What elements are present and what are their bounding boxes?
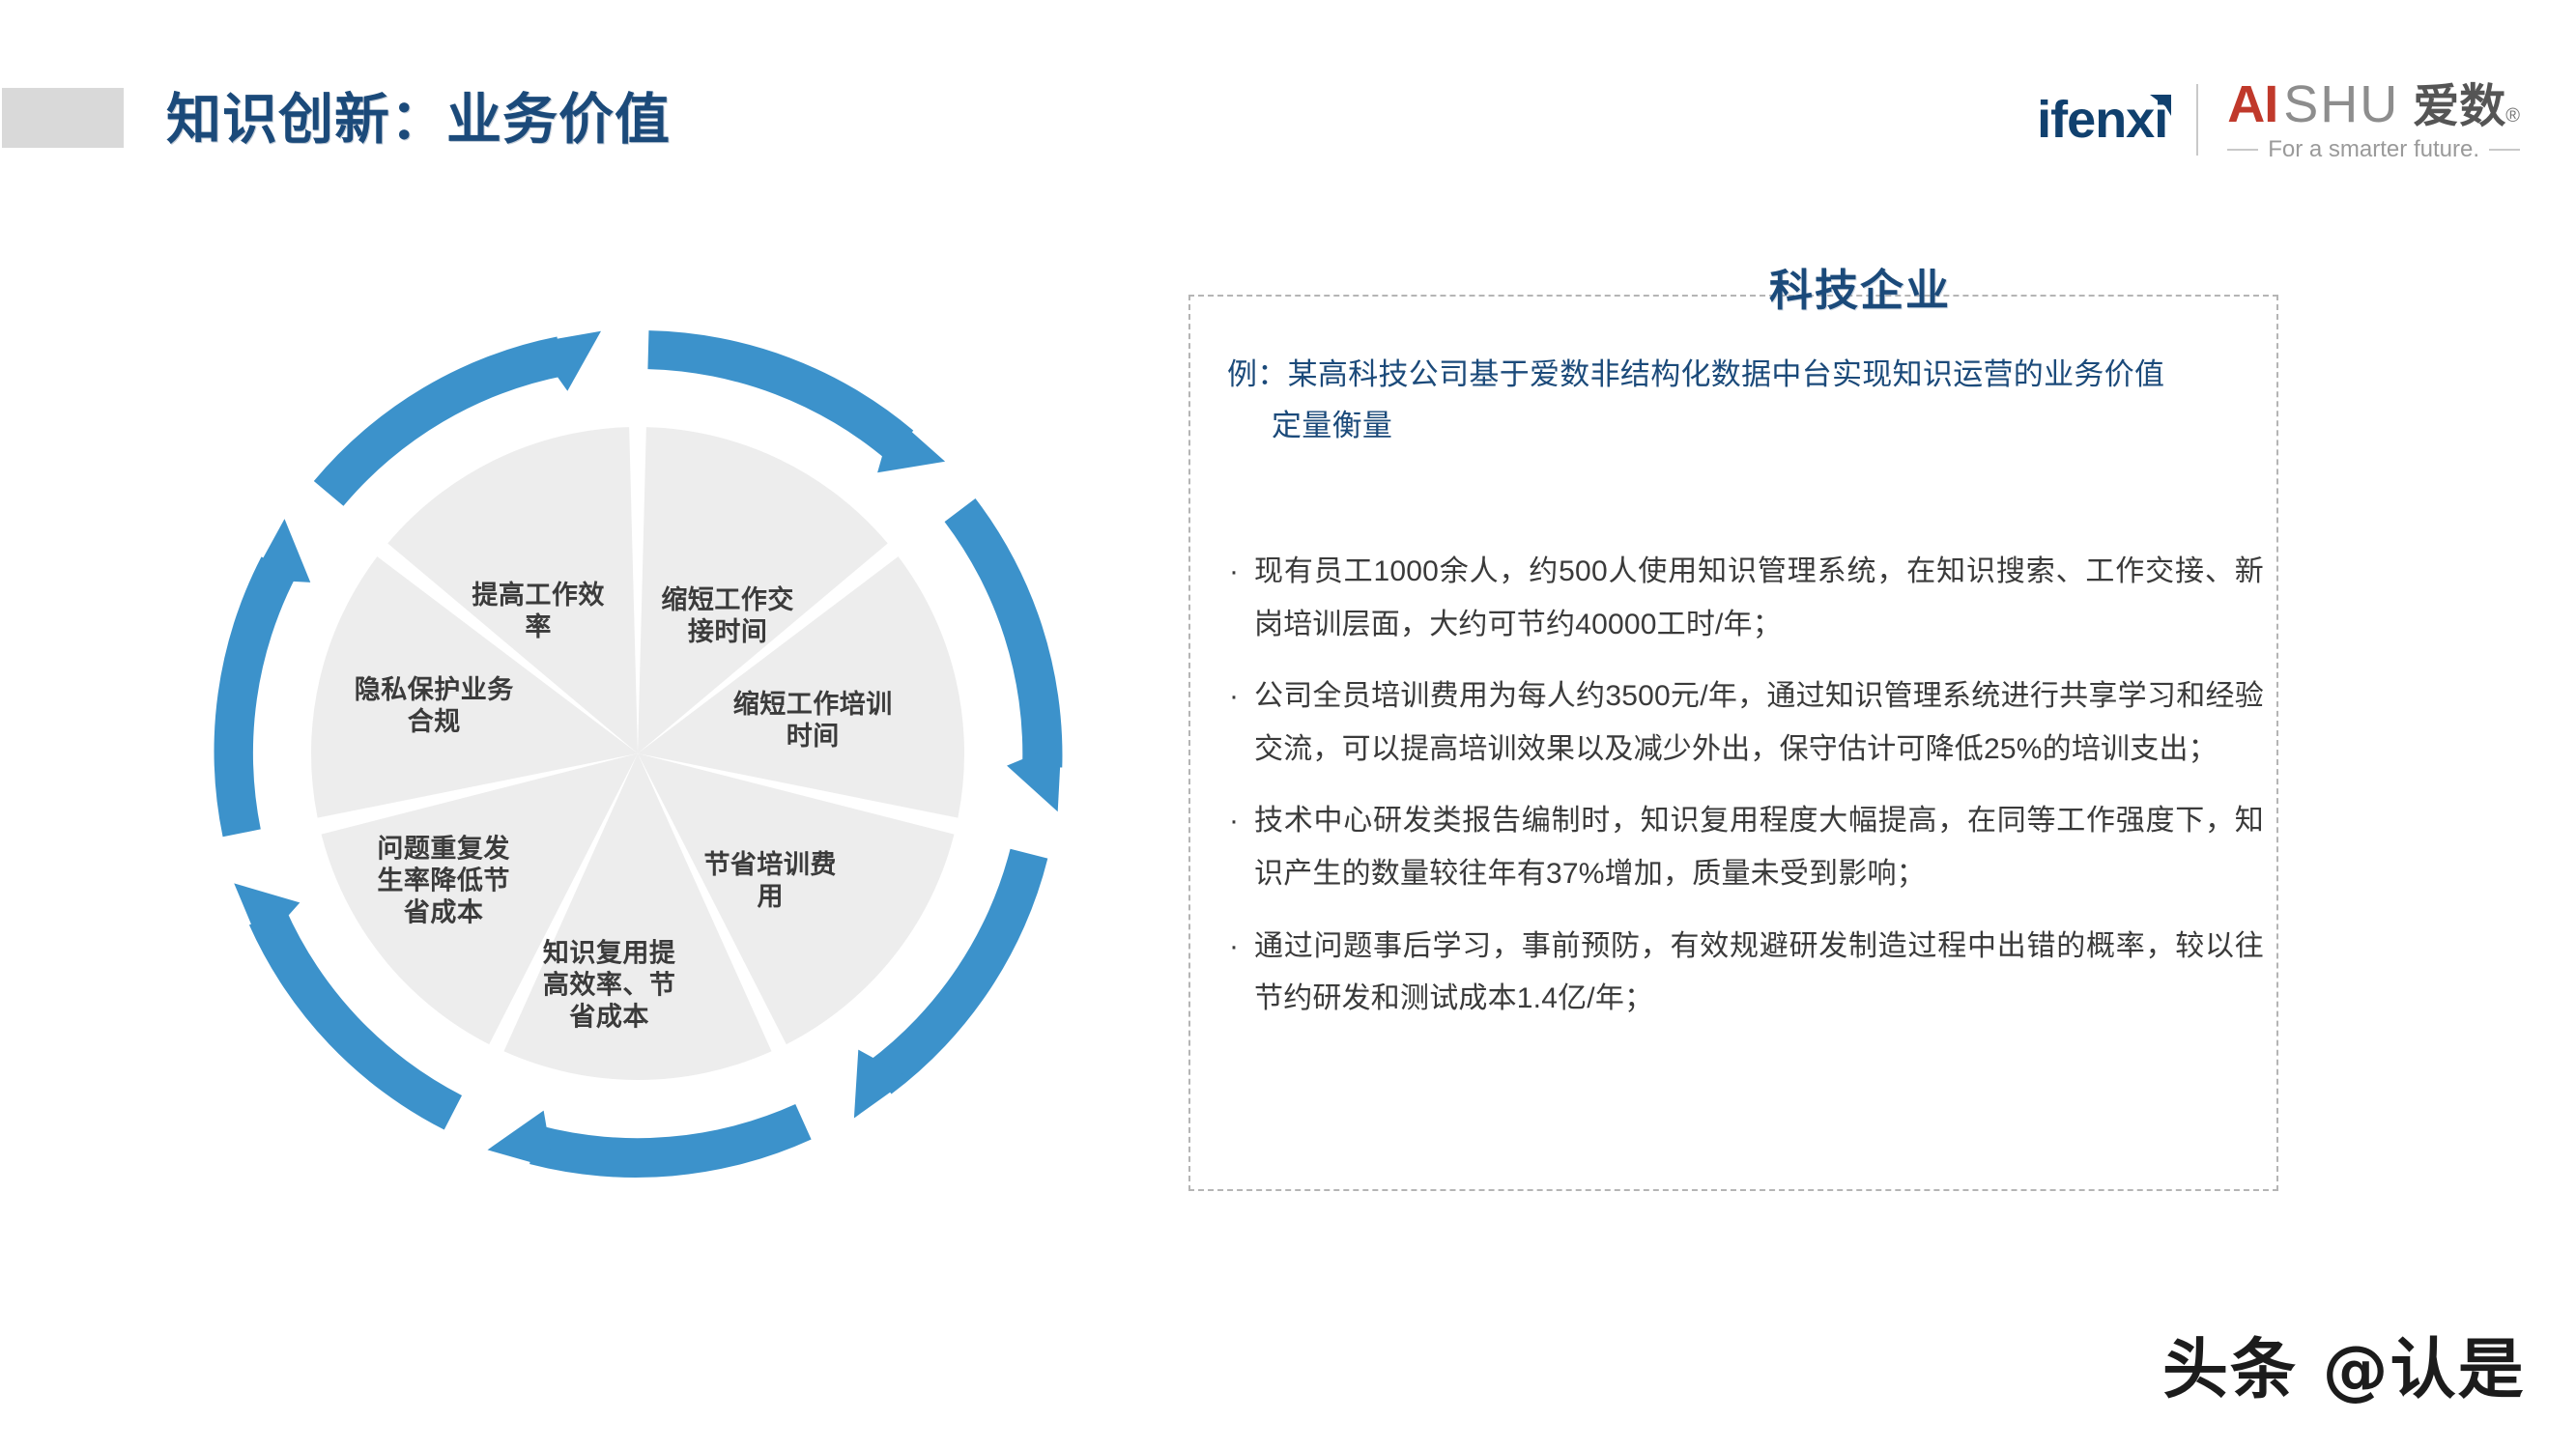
bullet-text: 技术中心研发类报告编制时，知识复用程度大幅提高，在同等工作强度下，知识产生的数量… [1254,805,2264,890]
aishu-chinese-text: 爱数 [2413,79,2506,133]
bullet-text: 公司全员培训费用为每人约3500元/年，通过知识管理系统进行共享学习和经验交流，… [1254,680,2264,765]
tagline-rule-left [2227,149,2259,151]
ifenxi-swoosh-icon [2146,78,2175,116]
ifenxi-logo: ifenxi [2037,94,2173,146]
cycle-segment-2 [638,753,955,1045]
list-item: · 公司全员培训费用为每人约3500元/年，通过知识管理系统进行共享学习和经验交… [1225,670,2264,776]
aishu-ai-text: AI [2227,75,2278,133]
list-item: · 现有员工1000余人，约500人使用知识管理系统，在知识搜索、工作交接、新岗… [1225,546,2264,651]
panel-intro: 例：某高科技公司基于爱数非结构化数据中台实现知识运营的业务价值 定量衡量 [1227,350,2256,451]
bullet-list: · 现有员工1000余人，约500人使用知识管理系统，在知识搜索、工作交接、新岗… [1225,546,2264,1045]
aishu-shu-text: SHU [2283,75,2400,133]
page-title: 知识创新：业务价值 [166,89,671,151]
bullet-marker: · [1229,805,1239,838]
panel-title: 科技企业 [1768,266,1951,315]
panel-intro-line1: 例：某高科技公司基于爱数非结构化数据中台实现知识运营的业务价值 [1227,357,2165,391]
bullet-marker: · [1229,929,1239,962]
watermark: 头条 @认是 [2162,1332,2526,1408]
slide-header: 知识创新：业务价值 [0,0,2576,193]
aishu-tagline: For a smarter future. [2268,136,2479,162]
cycle-segments [310,427,965,1080]
tagline-rule-right [2488,149,2521,151]
cycle-segment-3 [503,753,772,1080]
cycle-segment-1 [638,556,965,818]
cycle-segment-4 [321,753,638,1045]
aishu-registered-mark: ® [2505,105,2520,127]
cycle-segment-6 [387,427,638,753]
bullet-text: 通过问题事后学习，事前预防，有效规避研发制造过程中出错的概率，较以往节约研发和测… [1254,929,2264,1015]
list-item: · 技术中心研发类报告编制时，知识复用程度大幅提高，在同等工作强度下，知识产生的… [1225,795,2264,900]
aishu-logo: AI SHU 爱数 ® For a smarter future. [2227,78,2521,162]
logo-group: ifenxi AI SHU 爱数 ® For a smarter future. [2037,73,2521,166]
bullet-text: 现有员工1000余人，约500人使用知识管理系统，在知识搜索、工作交接、新岗培训… [1254,555,2264,640]
panel-intro-line2: 定量衡量 [1272,408,1393,442]
business-value-cycle-diagram: 缩短工作交 接时间 缩短工作培训 时间 节省培训费 用 知识复用提 高效率、节 … [164,280,1111,1227]
cycle-svg [164,280,1111,1227]
header-accent-swatch [2,88,124,148]
aishu-logo-row: AI SHU 爱数 ® [2227,78,2520,130]
cycle-segment-0 [638,427,888,753]
case-study-panel [1188,295,2278,1191]
cycle-segment-5 [310,556,638,818]
bullet-marker: · [1229,555,1239,587]
bullet-marker: · [1229,680,1239,713]
list-item: · 通过问题事后学习，事前预防，有效规避研发制造过程中出错的概率，较以往节约研发… [1225,921,2264,1026]
aishu-tagline-row: For a smarter future. [2227,136,2521,162]
ifenxi-logo-text: ifenxi [2037,91,2168,149]
logo-divider [2196,84,2199,156]
